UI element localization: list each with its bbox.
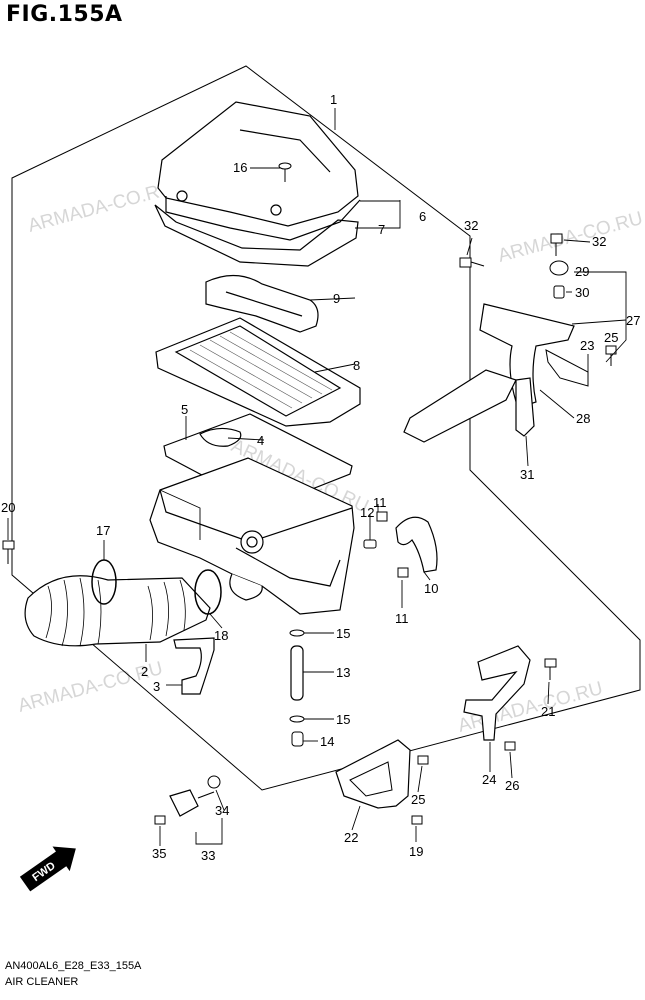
callout-14: 14 (320, 734, 334, 749)
drain-tube (290, 645, 304, 701)
callout-9: 9 (333, 291, 340, 306)
callout-12: 12 (360, 505, 374, 520)
callout-21: 21 (541, 704, 555, 719)
assembly-outline (11, 65, 641, 791)
callout-33: 33 (201, 848, 215, 863)
side-plate (403, 369, 517, 443)
watermark: ARMADA-CO.RU (496, 208, 645, 267)
o-ring-34 (207, 775, 221, 789)
bolt-25-lower (417, 755, 429, 765)
bolt-20 (2, 540, 15, 564)
callout-25-upper: 25 (604, 330, 618, 345)
callout-16: 16 (233, 160, 247, 175)
air-filter-element (155, 317, 361, 427)
callout-11-lower: 11 (395, 611, 409, 626)
element-seal (163, 413, 353, 509)
callout-27: 27 (626, 313, 640, 328)
callout-10: 10 (424, 581, 438, 596)
callout-23: 23 (580, 338, 594, 353)
callout-4: 4 (257, 433, 264, 448)
callout-24: 24 (482, 772, 496, 787)
bolt-21 (544, 658, 557, 680)
callout-18: 18 (214, 628, 228, 643)
air-cleaner-cover (157, 101, 361, 241)
callouts: 1 2 3 4 5 6 7 8 9 10 11 11 12 13 14 15 1… (1, 92, 640, 863)
mount-bracket-24 (463, 645, 531, 741)
callout-35: 35 (152, 846, 166, 861)
fwd-arrow-icon (19, 846, 76, 892)
callout-5: 5 (181, 402, 188, 417)
clamp-11-upper (376, 511, 388, 522)
callout-31: 31 (520, 467, 534, 482)
lower-bracket-22 (335, 739, 411, 809)
callout-15-lower: 15 (336, 712, 350, 727)
air-cleaner-case (149, 457, 355, 615)
callout-28: 28 (576, 411, 590, 426)
callout-8: 8 (353, 358, 360, 373)
drain-clamp-upper (289, 629, 305, 637)
hose-clamp-18 (194, 569, 222, 615)
clamp-12 (363, 539, 377, 549)
stay-31 (515, 377, 535, 437)
lower-bracket-cutout (349, 761, 393, 797)
fwd-arrow: FWD (19, 846, 76, 892)
bolt-32-left (459, 257, 485, 268)
callout-15-upper: 15 (336, 626, 350, 641)
figure-title: FIG.155A (6, 2, 123, 27)
callout-25-lower: 25 (411, 792, 425, 807)
callout-20: 20 (1, 500, 15, 515)
callout-32-left: 32 (464, 218, 478, 233)
grommet-29 (549, 260, 569, 276)
bolt-32-right (550, 233, 563, 256)
hose-bracket (173, 637, 215, 695)
watermarks: ARMADA-CO.RU ARMADA-CO.RU ARMADA-CO.RU A… (16, 178, 645, 737)
callout-19: 19 (409, 844, 423, 859)
intake-hose (24, 575, 211, 647)
intake-duct (205, 274, 319, 333)
collar-30 (553, 285, 565, 299)
tube-seal (199, 427, 242, 447)
drain-plug (291, 731, 304, 747)
callout-6: 6 (419, 209, 426, 224)
bolt-26 (504, 741, 516, 751)
watermark: ARMADA-CO.RU (26, 178, 175, 237)
callout-26: 26 (505, 778, 519, 793)
callout-1: 1 (330, 92, 337, 107)
callout-3: 3 (153, 679, 160, 694)
callout-11-upper: 11 (373, 495, 387, 510)
model-code: AN400AL6_E28_E33_155A (5, 960, 142, 972)
leader-lines (7, 108, 627, 846)
side-bracket-28 (479, 303, 575, 409)
drain-clamp-lower (289, 715, 305, 723)
section-name: AIR CLEANER (5, 976, 79, 988)
cover-seal (154, 204, 359, 267)
screw-16 (278, 162, 292, 182)
callout-2: 2 (141, 664, 148, 679)
clamp-11-lower (397, 567, 409, 578)
breather-hose (395, 516, 438, 573)
callout-22: 22 (344, 830, 358, 845)
screw-35 (154, 815, 166, 825)
callout-29: 29 (575, 264, 589, 279)
callout-32-right: 32 (592, 234, 606, 249)
callout-30: 30 (575, 285, 589, 300)
callout-7: 7 (378, 222, 385, 237)
callout-13: 13 (336, 665, 350, 680)
callout-34: 34 (215, 803, 229, 818)
holder-23 (545, 349, 589, 387)
bolt-19 (411, 815, 423, 825)
sensor-assembly (169, 789, 215, 817)
callout-17: 17 (96, 523, 110, 538)
